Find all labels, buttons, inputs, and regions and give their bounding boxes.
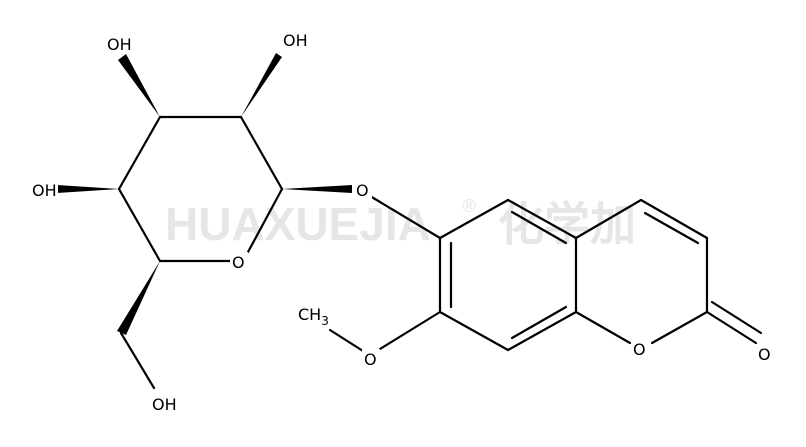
benzene-ring (438, 198, 578, 352)
label-oh-top-right: OH (283, 31, 308, 50)
label-o-methoxy: O (364, 350, 377, 369)
watermark-text: HUAXUEJIA (165, 198, 431, 250)
bond-aryl-ome (378, 310, 442, 351)
label-oh-left: OH (32, 181, 57, 200)
label-o-ring-sugar: O (232, 253, 245, 272)
bond-carbonyl-a (705, 310, 758, 345)
bond-ar1 (438, 198, 510, 240)
bond-py2-double (643, 211, 700, 245)
bond-ch2-oh (119, 331, 156, 390)
watermark-registered: ® (460, 196, 478, 217)
wedge-bonds (57, 53, 352, 335)
wedge-c5-oh (57, 185, 119, 193)
label-o-lactone-ring: O (633, 340, 646, 359)
bond-o-aryl (368, 194, 442, 240)
bond-py1 (574, 198, 643, 240)
bond-ar4 (506, 310, 578, 352)
bond-ar2 (506, 198, 578, 240)
bond-c6-c5 (117, 187, 162, 263)
bond-ar-double2 (510, 210, 568, 245)
bond-c5-c4 (117, 115, 162, 191)
label-ch3: CH3 (298, 305, 329, 328)
wedge-c6-ch2 (117, 261, 160, 335)
bond-o-ch3 (328, 328, 365, 353)
pyranone-ring (574, 198, 763, 345)
bond-py4 (650, 310, 709, 345)
bond-carbonyl-b (710, 300, 763, 335)
label-o-carbonyl: O (758, 345, 771, 364)
label-o-glycosidic: O (356, 181, 369, 200)
sugar-ring (117, 115, 284, 263)
bond-ar-double3 (510, 305, 568, 340)
wedge-c3-oh (241, 53, 282, 117)
bond-py2 (639, 198, 709, 240)
wedge-c4-oh (118, 54, 160, 117)
bond-c2-oring (246, 187, 284, 254)
wedge-c2-o (282, 185, 352, 193)
label-oh-bottom: OH (152, 395, 177, 414)
bond-ar5 (438, 310, 510, 352)
label-oh-top-left: OH (107, 35, 132, 54)
atom-labels: OH OH OH O O OH CH3 O O O (30, 28, 774, 414)
bond-py5 (574, 310, 632, 345)
bond-c3-c2 (239, 115, 284, 191)
